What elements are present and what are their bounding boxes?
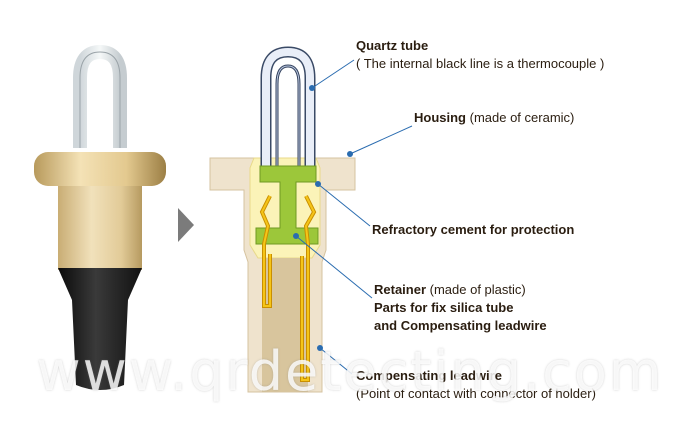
arrow-right-icon <box>178 208 194 242</box>
leadwire-left-core <box>260 195 271 307</box>
label-housing-note: (made of ceramic) <box>466 110 575 125</box>
photo-body <box>58 186 142 270</box>
thermocouple-highlight <box>276 65 300 176</box>
photo-quartz-outline <box>79 51 121 148</box>
dot-housing <box>347 151 353 157</box>
photo-quartz-tube <box>73 44 127 148</box>
probe-photo <box>34 44 166 390</box>
quartz-tube-outline <box>260 46 316 176</box>
label-quartz-tube: Quartz tube <box>356 38 429 53</box>
label-compensating-leadwire: Compensating leadwire <box>356 368 502 383</box>
label-housing: Housing (made of ceramic) <box>414 110 574 125</box>
label-compensating-leadwire-note: (Point of contact with connector of hold… <box>356 386 596 401</box>
leader-retainer <box>295 235 373 299</box>
cross-section <box>209 46 356 393</box>
label-refractory-cement: Refractory cement for protection <box>372 222 575 237</box>
leader-housing <box>349 125 413 155</box>
dot-cement <box>315 181 321 187</box>
dot-quartz <box>309 85 315 91</box>
label-retainer-title: Retainer <box>374 282 427 297</box>
label-retainer-line2: Parts for fix silica tube <box>374 300 514 315</box>
photo-black-tip <box>58 268 142 390</box>
quartz-tube <box>262 47 314 176</box>
leader-leadwire <box>319 347 353 375</box>
leader-lines <box>295 59 413 375</box>
leadwire-right-core <box>301 195 316 381</box>
label-retainer-line3: and Compensating leadwire <box>374 318 547 333</box>
label-housing-title: Housing <box>414 110 466 125</box>
leader-quartz <box>311 59 355 89</box>
watermark: www.qrdetecting.com <box>36 340 664 403</box>
dot-leadwire <box>317 345 323 351</box>
label-retainer-note: (made of plastic) <box>426 282 526 297</box>
leader-cement <box>317 183 371 227</box>
dot-retainer <box>293 233 299 239</box>
photo-collar <box>34 152 166 186</box>
label-retainer: Retainer (made of plastic) <box>374 282 526 297</box>
label-quartz-tube-note: ( The internal black line is a thermocou… <box>356 56 605 71</box>
leader-dots <box>293 85 353 351</box>
